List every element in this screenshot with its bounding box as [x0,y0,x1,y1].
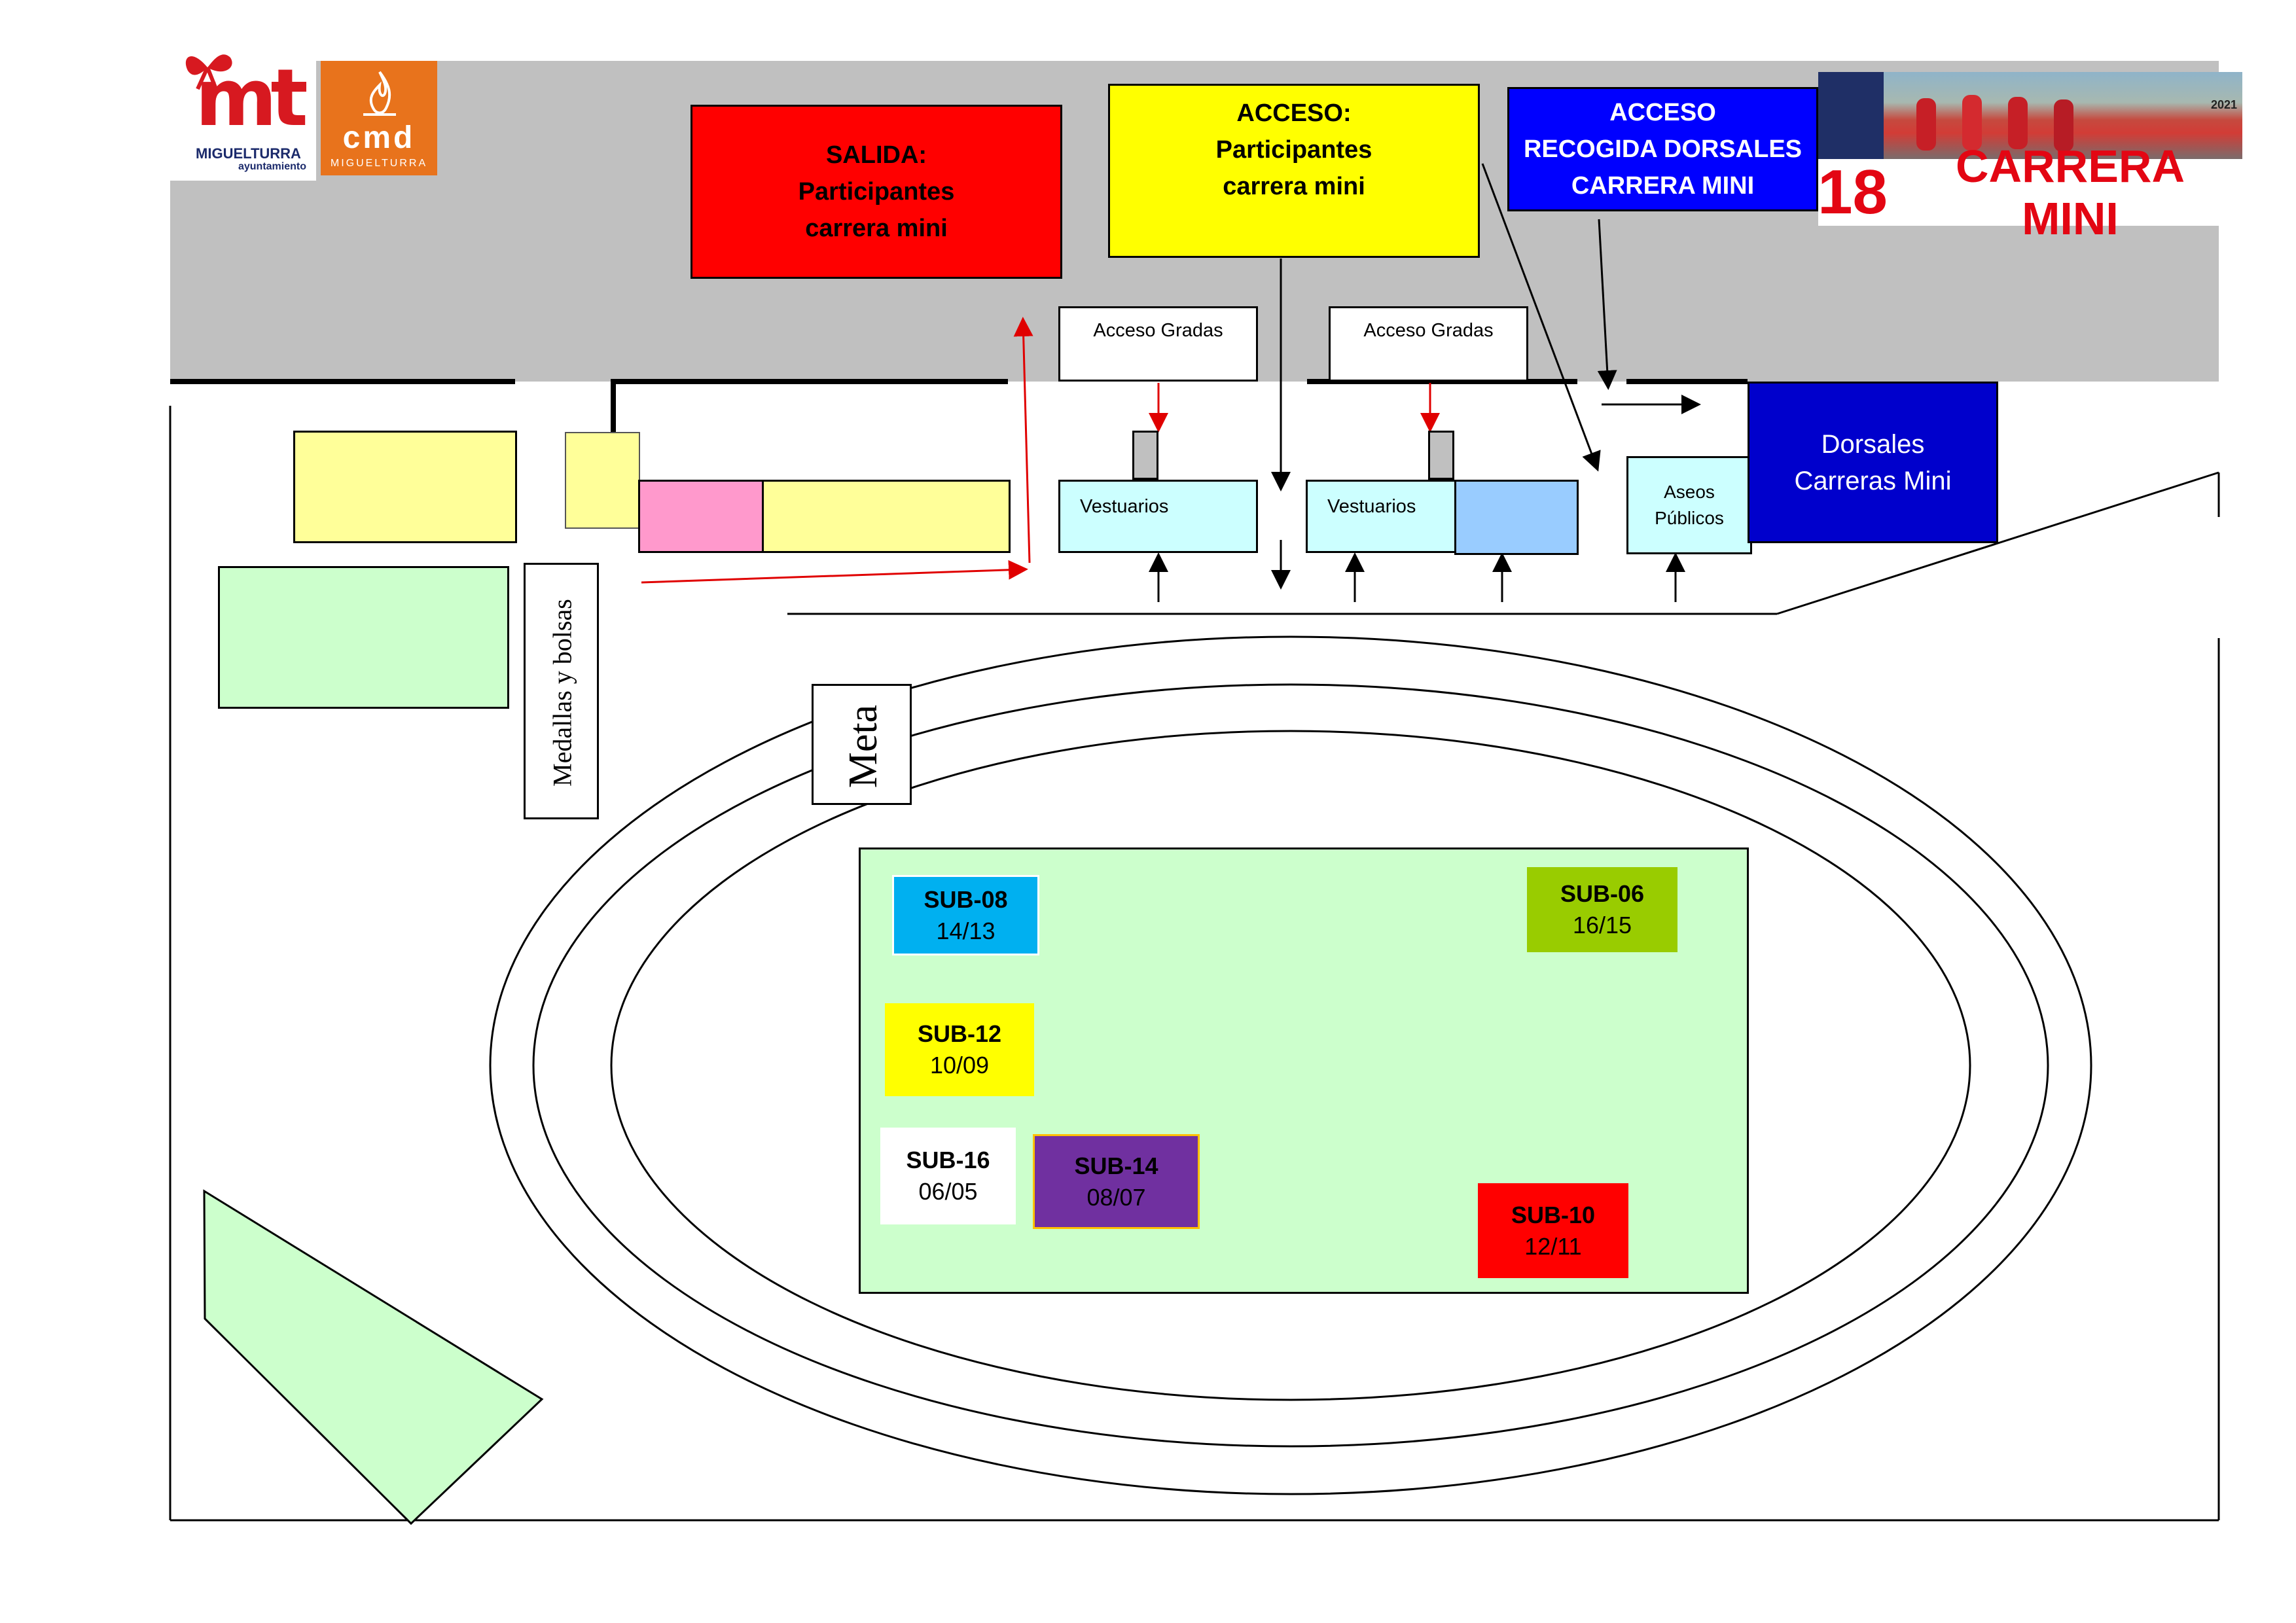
category-years: 12/11 [1524,1232,1582,1260]
mt-logo-sub: ayuntamiento [238,161,306,172]
sign-acceso: ACCESO: Participantes carrera mini [1108,84,1480,258]
category-sub08: SUB-08 14/13 [892,875,1039,955]
year-badge: 2021 [2210,98,2238,111]
sign-salida: SALIDA: Participantes carrera mini [691,105,1062,279]
mt-logo-text: mt [195,53,308,144]
category-name: SUB-14 [1074,1152,1158,1179]
category-years: 14/13 [936,917,996,944]
cmd-logo-name: MIGUELTURRA [330,158,428,169]
mt-logo-name: MIGUELTURRA [196,145,301,162]
vestuarios-label: Vestuarios [1327,496,1416,517]
event-banner: 2021 18 CARRERA MINI [1818,72,2242,244]
runner-figure [2054,99,2073,152]
sign-acceso-line1: ACCESO: [1236,99,1352,127]
aseos-publicos-box: Aseos Públicos [1626,456,1752,554]
aseos-line2: Públicos [1655,508,1724,528]
vestuarios-box: Vestuarios [1306,480,1456,553]
sign-salida-line3: carrera mini [805,215,948,242]
acceso-gradas-box: Acceso Gradas [1329,306,1528,382]
category-sub16: SUB-16 06/05 [880,1128,1016,1224]
runner-figure [1818,72,1884,159]
yellow-block [565,432,640,529]
dorsales-box: Dorsales Carreras Mini [1748,382,1998,543]
category-name: SUB-10 [1511,1201,1596,1228]
red-arrows [641,317,1440,584]
fence-lines [170,379,1748,432]
green-area [218,566,509,709]
sign-salida-line2: Participantes [798,178,955,205]
perimeter-lines [169,406,2220,1522]
medallas-box: Medallas y bolsas [524,563,599,819]
event-number: 18 [1818,157,1888,227]
runner-figure [1962,95,1982,151]
sign-recogida-line2: RECOGIDA DORSALES [1523,135,1803,163]
category-sub10: SUB-10 12/11 [1478,1183,1628,1278]
category-name: SUB-12 [917,1020,1002,1047]
connector-block [1428,431,1454,480]
sign-recogida-dorsales: ACCESO RECOGIDA DORSALES CARRERA MINI [1507,87,1818,211]
yellow-block [762,480,1011,553]
sign-acceso-line3: carrera mini [1223,173,1365,200]
category-name: SUB-16 [906,1147,990,1173]
category-years: 06/05 [918,1178,978,1205]
category-sub14: SUB-14 08/07 [1033,1134,1200,1229]
vestuarios-label: Vestuarios [1080,496,1169,517]
category-sub06: SUB-06 16/15 [1527,867,1677,952]
flame-icon [353,69,406,121]
acceso-gradas-box: Acceso Gradas [1058,306,1258,382]
category-years: 16/15 [1572,912,1632,938]
category-name: SUB-08 [924,885,1008,913]
connector-block [1132,431,1158,480]
dorsales-line2: Carreras Mini [1794,466,1952,495]
aseos-line1: Aseos [1664,482,1715,502]
sign-recogida-line3: CARRERA MINI [1571,172,1755,200]
category-name: SUB-06 [1560,880,1645,907]
sign-salida-line1: SALIDA: [825,141,927,169]
sign-acceso-line2: Participantes [1215,136,1372,164]
blue-block [1454,480,1579,555]
running-track [489,635,2092,1495]
category-years: 10/09 [929,1052,990,1079]
yellow-block [293,431,517,543]
runner-figure [2008,97,2028,149]
category-sub12: SUB-12 10/09 [885,1003,1034,1096]
sign-recogida-line1: ACCESO [1609,99,1716,126]
ayuntamiento-logo: mt MIGUELTURRA ayuntamiento [169,45,316,181]
category-years: 08/07 [1086,1183,1146,1211]
runners-photo: 2021 [1818,72,2242,159]
cmd-logo: cmd MIGUELTURRA [321,61,437,175]
green-area-rotated-shape [203,1189,544,1525]
dorsales-line1: Dorsales [1821,429,1925,459]
cmd-logo-text: cmd [342,120,416,155]
vestuarios-box: Vestuarios [1058,480,1258,553]
black-arrows [1149,163,1701,602]
runner-figure [1916,98,1936,151]
bow-icon [178,45,237,90]
meta-box: Meta [812,684,912,805]
pink-block [638,480,764,553]
